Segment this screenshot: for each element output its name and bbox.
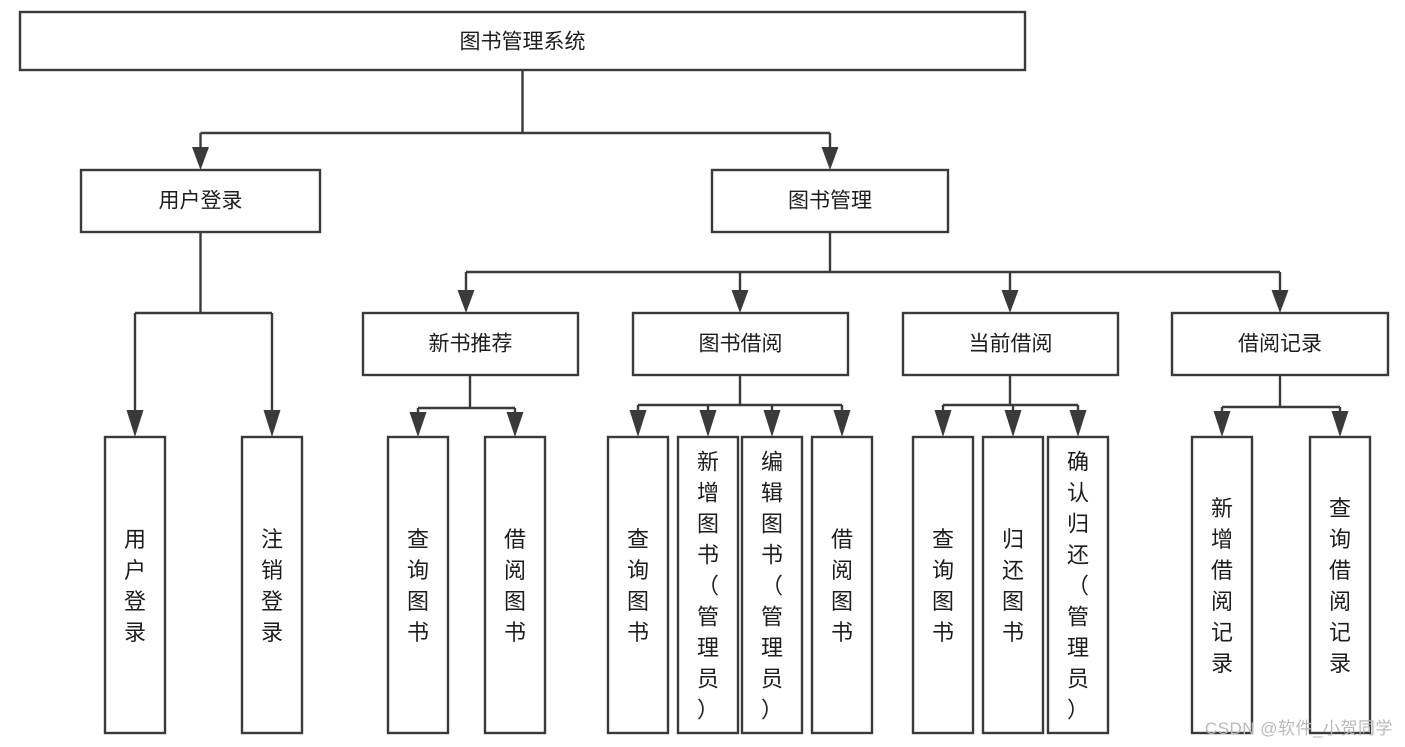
- arrowhead-leaf-return-book: [1004, 410, 1022, 437]
- node-new-book-recommend-label: 新书推荐: [429, 333, 513, 356]
- arrowhead-leaf-borrow-book-2: [833, 410, 851, 437]
- node-leaf-user-login-label: 用户登录: [124, 527, 146, 645]
- node-leaf-confirm-return-box[interactable]: [1046, 435, 1110, 735]
- arrowhead-leaf-confirm-return: [1069, 410, 1087, 437]
- arrowhead-leaf-user-login: [126, 410, 144, 437]
- leaf-node-layer: 用户登录 注销登录 查询图书 借阅图书 查询图书 新增图书（管理员） 编辑图书（管理员） 借阅…: [103, 435, 1372, 735]
- node-leaf-return-book-label: 归还图书: [1002, 527, 1024, 645]
- node-leaf-add-record[interactable]: 新增借阅记录: [1190, 435, 1254, 735]
- node-borrow-record[interactable]: 借阅记录: [1170, 311, 1390, 377]
- node-leaf-borrow-book-1[interactable]: 借阅图书: [483, 435, 547, 735]
- node-user-login[interactable]: 用户登录: [79, 168, 322, 234]
- node-current-borrow[interactable]: 当前借阅: [901, 311, 1120, 377]
- node-leaf-query-book-2-box[interactable]: [606, 435, 670, 735]
- node-leaf-query-book-1-label: 查询图书: [407, 527, 429, 645]
- node-leaf-query-book-3-box[interactable]: [911, 435, 975, 735]
- node-leaf-add-record-label: 新增借阅记录: [1211, 496, 1233, 676]
- node-leaf-query-book-1[interactable]: 查询图书: [386, 435, 450, 735]
- node-book-manage-label: 图书管理: [788, 190, 872, 213]
- watermark-text: CSDN @软件_小贺同学: [1204, 719, 1393, 738]
- node-leaf-confirm-return-label: 确认归还（管理员）: [1067, 450, 1089, 723]
- node-leaf-borrow-book-2[interactable]: 借阅图书: [810, 435, 874, 735]
- node-leaf-edit-book-box[interactable]: [740, 435, 804, 735]
- node-book-borrow-box[interactable]: [631, 311, 850, 377]
- node-book-borrow[interactable]: 图书借阅: [631, 311, 850, 377]
- node-leaf-add-book[interactable]: 新增图书（管理员）: [676, 435, 740, 735]
- node-leaf-user-login[interactable]: 用户登录: [103, 435, 167, 735]
- node-leaf-borrow-book-1-box[interactable]: [483, 435, 547, 735]
- node-leaf-confirm-return[interactable]: 确认归还（管理员）: [1046, 435, 1110, 735]
- node-leaf-logout-label: 注销登录: [261, 527, 283, 645]
- node-leaf-borrow-book-1-label: 借阅图书: [504, 527, 526, 645]
- arrowhead-leaf-add-book: [699, 410, 717, 437]
- node-root-box[interactable]: [18, 10, 1027, 72]
- node-book-manage[interactable]: 图书管理: [710, 168, 950, 234]
- arrowhead-leaf-add-record: [1213, 411, 1231, 437]
- node-user-login-box[interactable]: [79, 168, 322, 234]
- node-leaf-return-book[interactable]: 归还图书: [981, 435, 1045, 735]
- node-new-book-recommend[interactable]: 新书推荐: [361, 311, 580, 377]
- arrowhead-leaf-logout: [263, 410, 281, 437]
- arrowhead-current-borrow: [1001, 290, 1019, 313]
- node-borrow-record-box[interactable]: [1170, 311, 1390, 377]
- node-leaf-query-book-1-box[interactable]: [386, 435, 450, 735]
- node-leaf-edit-book[interactable]: 编辑图书（管理员）: [740, 435, 804, 735]
- arrowhead-leaf-borrow-book-1: [506, 412, 524, 437]
- arrowhead-leaf-query-book-1: [409, 412, 427, 437]
- node-leaf-return-book-box[interactable]: [981, 435, 1045, 735]
- arrowhead-borrow-record: [1271, 290, 1289, 313]
- node-new-book-recommend-box[interactable]: [361, 311, 580, 377]
- connector-layer: [126, 70, 1349, 437]
- node-leaf-edit-book-label: 编辑图书（管理员）: [761, 450, 783, 723]
- node-leaf-query-record[interactable]: 查询借阅记录: [1308, 435, 1372, 735]
- node-leaf-query-book-2-label: 查询图书: [627, 527, 649, 645]
- node-leaf-logout-box[interactable]: [240, 435, 304, 735]
- node-user-login-label: 用户登录: [159, 190, 243, 213]
- node-leaf-add-record-box[interactable]: [1190, 435, 1254, 735]
- arrowhead-new-book-recommend: [457, 290, 475, 313]
- node-leaf-add-book-label: 新增图书（管理员）: [697, 450, 719, 723]
- arrowhead-book-manage: [821, 147, 839, 170]
- arrowhead-user-login: [192, 147, 209, 170]
- node-borrow-record-label: 借阅记录: [1238, 333, 1322, 356]
- arrowhead-leaf-edit-book: [763, 410, 781, 437]
- node-current-borrow-box[interactable]: [901, 311, 1120, 377]
- arrowhead-leaf-query-book-2: [629, 410, 647, 437]
- node-root[interactable]: 图书管理系统: [18, 10, 1027, 72]
- arrowhead-leaf-query-book-3: [934, 410, 952, 437]
- node-leaf-logout[interactable]: 注销登录: [240, 435, 304, 735]
- node-leaf-query-book-2[interactable]: 查询图书: [606, 435, 670, 735]
- node-leaf-user-login-box[interactable]: [103, 435, 167, 735]
- node-leaf-query-book-3-label: 查询图书: [932, 527, 954, 645]
- node-leaf-query-book-3[interactable]: 查询图书: [911, 435, 975, 735]
- node-leaf-query-record-label: 查询借阅记录: [1329, 496, 1351, 676]
- node-book-manage-box[interactable]: [710, 168, 950, 234]
- arrowhead-book-borrow: [731, 290, 749, 313]
- node-book-borrow-label: 图书借阅: [699, 333, 783, 356]
- node-leaf-borrow-book-2-box[interactable]: [810, 435, 874, 735]
- node-leaf-borrow-book-2-label: 借阅图书: [831, 527, 853, 645]
- arrowhead-leaf-query-record: [1331, 411, 1349, 437]
- node-leaf-add-book-box[interactable]: [676, 435, 740, 735]
- node-current-borrow-label: 当前借阅: [969, 333, 1053, 356]
- node-root-label: 图书管理系统: [460, 31, 586, 54]
- node-leaf-query-record-box[interactable]: [1308, 435, 1372, 735]
